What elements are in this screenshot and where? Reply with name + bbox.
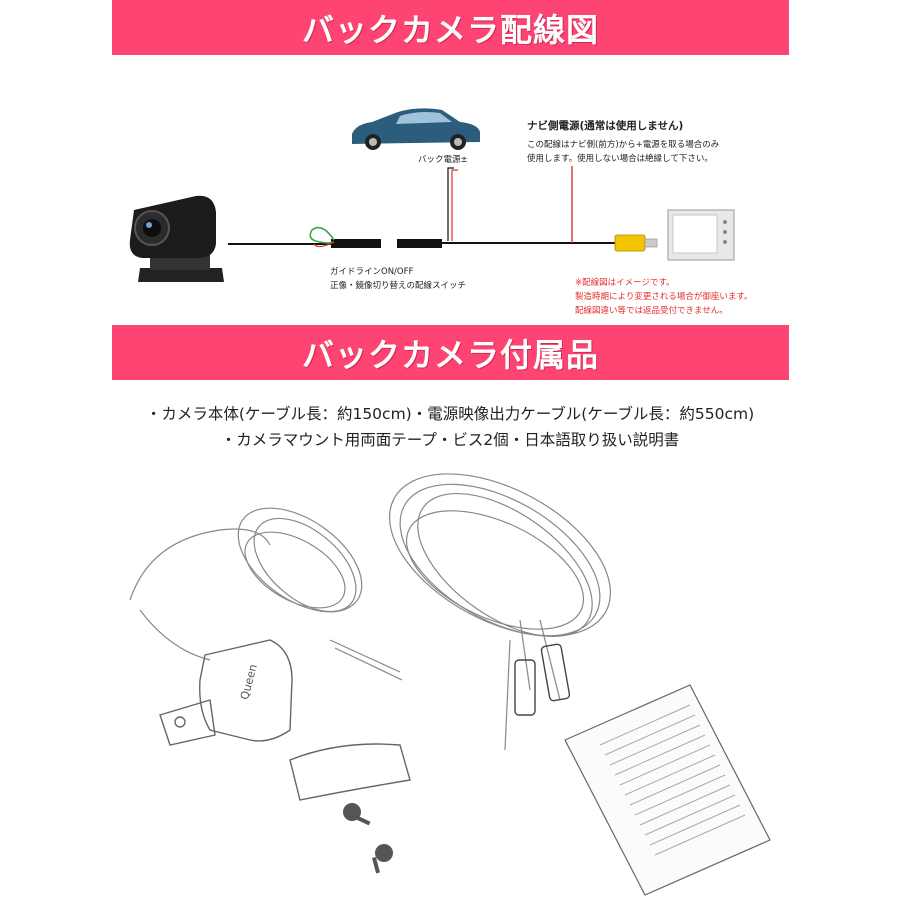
guideline-label-1: ガイドラインON/OFF xyxy=(330,267,414,277)
manual-icon xyxy=(564,684,771,896)
navi-power-title: ナビ側電源(通常は使用しません) xyxy=(527,120,684,132)
back-power-label: バック電源± xyxy=(418,155,468,165)
accessories-photo xyxy=(129,473,611,751)
note-line-1: ※配線図はイメージです。 xyxy=(575,278,675,288)
wiring-title-banner: バックカメラ配線図 xyxy=(112,0,789,55)
note-line-3: 配線図違い等では返品受付できません。 xyxy=(575,306,728,316)
accessories-line-2: ・カメラマウント用両面テープ・ビス2個・日本語取り扱い説明書 xyxy=(220,431,680,449)
camera-brand: Queen xyxy=(238,663,260,701)
car-icon xyxy=(352,108,480,150)
accessories-line-1: ・カメラ本体(ケーブル長：約150cm)・電源映像出力ケーブル(ケーブル長：約5… xyxy=(145,405,755,423)
monitor-icon xyxy=(667,209,735,261)
camera-photo-icon xyxy=(159,639,293,746)
rca-plug-photo-icon xyxy=(514,643,571,716)
rca-connector-icon xyxy=(614,234,658,252)
screw-icon xyxy=(343,803,393,874)
accessories-title: バックカメラ付属品 xyxy=(301,335,599,374)
camera-icon xyxy=(129,195,224,282)
guideline-label-2: 正像・鏡像切り替えの配線スイッチ xyxy=(330,281,467,291)
navi-power-desc-1: この配線はナビ側(前方)から+電源を取る場合のみ xyxy=(527,140,720,150)
accessories-title-banner: バックカメラ付属品 xyxy=(112,325,789,380)
note-line-2: 製造時期により変更される場合が御座います。 xyxy=(575,292,753,302)
navi-power-desc-2: 使用します。使用しない場合は絶縁して下さい。 xyxy=(527,154,713,164)
mount-tape-icon xyxy=(289,743,411,801)
wiring-title: バックカメラ配線図 xyxy=(301,10,599,49)
